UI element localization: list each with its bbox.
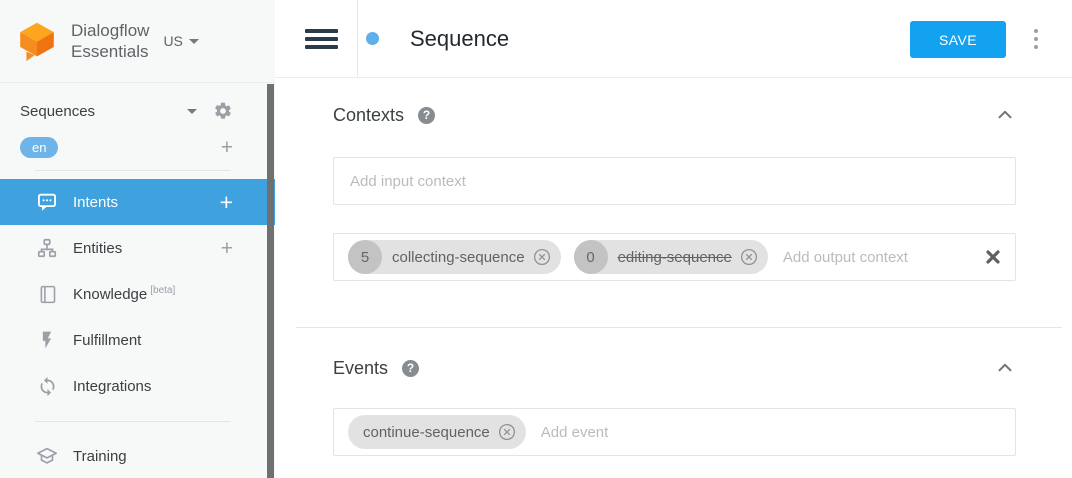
sidebar-item-label: Training (73, 447, 127, 465)
region-label: US (163, 33, 183, 49)
main-panel: Sequence SAVE Contexts ? 5 (275, 0, 1072, 478)
clear-field-icon[interactable] (985, 249, 1001, 265)
agent-caret-down-icon[interactable] (187, 108, 197, 114)
sidebar-item-entities[interactable]: Entities + (0, 225, 275, 271)
dialogflow-logo-icon (14, 18, 60, 64)
sidebar-item-integrations[interactable]: Integrations (0, 363, 275, 409)
remove-chip-icon[interactable] (533, 248, 551, 266)
beta-badge: [beta] (150, 285, 176, 296)
sidebar-item-fulfillment[interactable]: Fulfillment (0, 317, 275, 363)
output-context-chip: 5 collecting-sequence (348, 240, 561, 274)
caret-down-icon (188, 38, 199, 44)
sidebar-nav: Intents + Entities + (0, 171, 275, 478)
save-button[interactable]: SAVE (910, 21, 1006, 58)
lifespan-count: 5 (348, 240, 382, 274)
language-badge[interactable]: en (20, 136, 59, 158)
event-input[interactable] (538, 422, 1001, 442)
contexts-title: Contexts (333, 104, 405, 125)
section-divider (296, 327, 1062, 328)
contexts-section-header: Contexts ? (333, 104, 1016, 126)
graduation-cap-icon (36, 445, 58, 467)
output-context-chip: 0 editing-sequence (573, 240, 768, 274)
main-header: Sequence SAVE (275, 0, 1072, 78)
header-separator (357, 0, 358, 77)
context-name: editing-sequence (617, 248, 732, 266)
page-title: Sequence (410, 25, 510, 51)
sidebar-divider (35, 170, 230, 171)
sidebar-item-label: Intents (73, 193, 119, 211)
sidebar: Dialogflow Essentials US Sequences en + (0, 0, 275, 478)
agent-selector-row: Sequences (0, 92, 275, 130)
input-context-input[interactable] (348, 171, 1001, 191)
event-name: continue-sequence (363, 423, 490, 441)
help-icon[interactable]: ? (418, 106, 436, 124)
chevron-up-icon[interactable] (994, 357, 1016, 379)
add-intent-icon[interactable]: + (219, 188, 233, 215)
brand-name: Dialogflow Essentials (71, 21, 150, 61)
tree-icon (36, 237, 58, 259)
add-language-icon[interactable]: + (220, 135, 233, 159)
events-title: Events (333, 357, 389, 378)
help-icon[interactable]: ? (402, 359, 420, 377)
events-field[interactable]: continue-sequence (333, 408, 1016, 456)
intent-priority-dot[interactable] (366, 32, 379, 45)
add-entity-icon[interactable]: + (220, 236, 233, 260)
overflow-menu-icon[interactable] (1027, 27, 1045, 51)
sidebar-divider (35, 421, 230, 422)
chat-bubble-icon (36, 191, 58, 213)
sidebar-item-training[interactable]: Training (0, 433, 275, 478)
events-section-header: Events ? (333, 357, 1016, 379)
event-chip: continue-sequence (348, 415, 526, 449)
sidebar-item-intents[interactable]: Intents + (0, 179, 275, 225)
sidebar-header: Dialogflow Essentials US (0, 0, 275, 83)
output-context-input[interactable] (780, 247, 985, 267)
sync-icon (36, 375, 58, 397)
agent-name[interactable]: Sequences (20, 102, 96, 120)
sidebar-item-knowledge[interactable]: Knowledge[beta] (0, 271, 275, 317)
remove-chip-icon[interactable] (498, 423, 516, 441)
sidebar-item-label: Knowledge[beta] (73, 285, 176, 303)
chevron-up-icon[interactable] (994, 104, 1016, 126)
lifespan-count: 0 (573, 240, 608, 274)
language-row: en + (0, 130, 275, 164)
lightning-icon (36, 329, 58, 351)
hamburger-menu-icon[interactable] (305, 25, 338, 53)
sidebar-item-label: Fulfillment (73, 331, 142, 349)
output-context-field[interactable]: 5 collecting-sequence 0 editing-sequence (333, 233, 1016, 281)
book-icon (36, 283, 58, 305)
region-selector[interactable]: US (163, 33, 199, 49)
intent-editor-content: Contexts ? 5 collecting-sequence (275, 78, 1072, 456)
sidebar-item-label: Entities (73, 239, 123, 257)
sidebar-item-label: Integrations (73, 377, 152, 395)
context-name: collecting-sequence (392, 248, 525, 266)
sidebar-scrollbar[interactable] (267, 84, 274, 478)
input-context-field[interactable] (333, 157, 1016, 205)
gear-icon[interactable] (213, 101, 233, 121)
remove-chip-icon[interactable] (740, 248, 758, 266)
